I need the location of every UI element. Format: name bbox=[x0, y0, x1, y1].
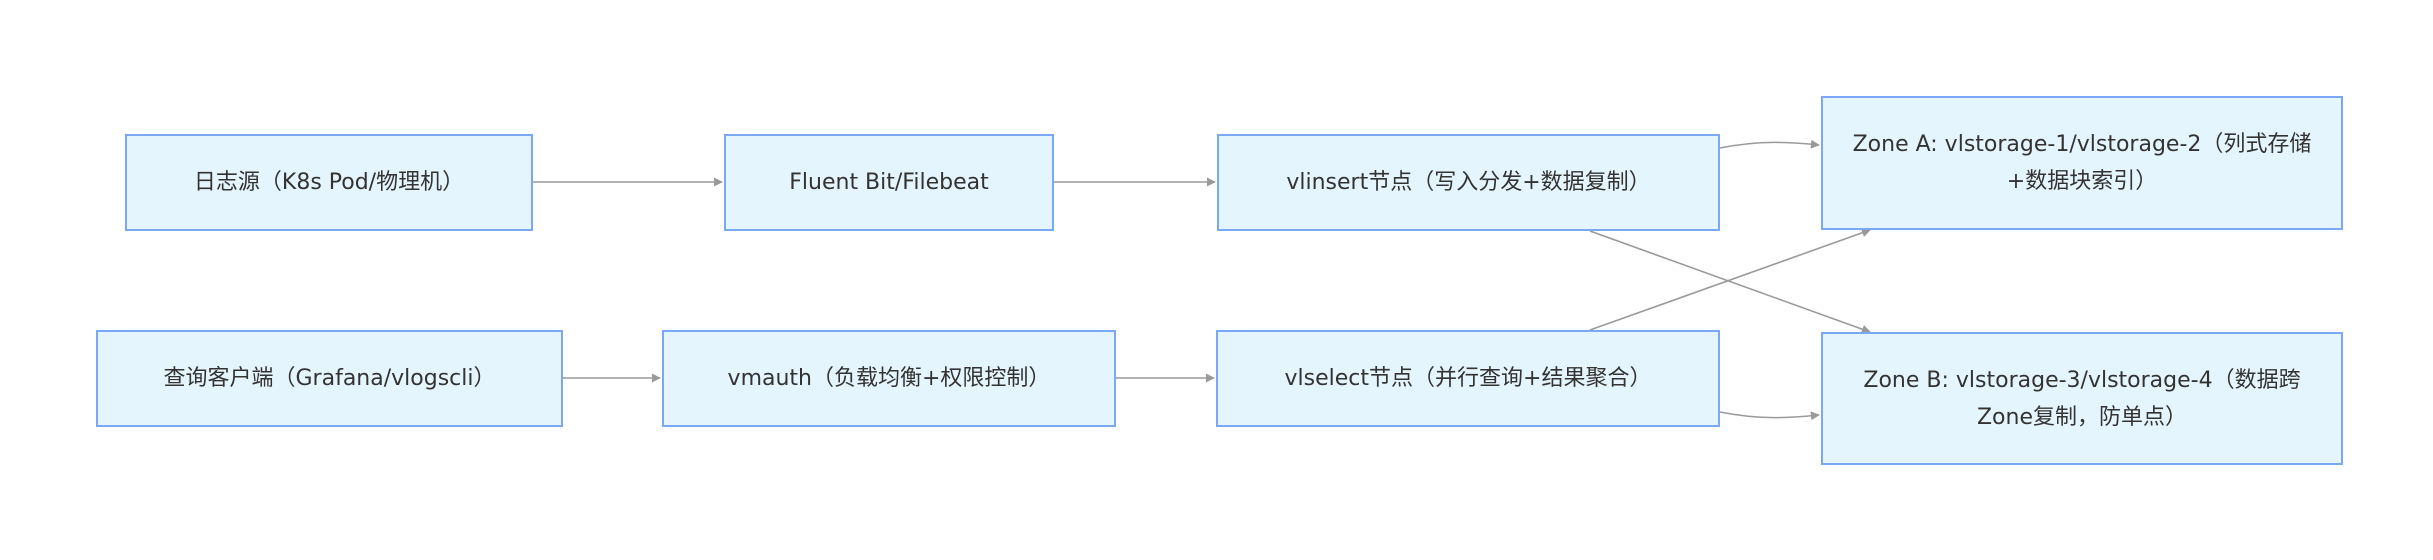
node-vmauth-label: vmauth（负载均衡+权限控制） bbox=[727, 366, 1051, 391]
node-vlselect: vlselect节点（并行查询+结果聚合） bbox=[1216, 330, 1720, 427]
node-zone-a: Zone A: vlstorage-1/vlstorage-2（列式存储+数据块… bbox=[1821, 96, 2343, 230]
edge-vlselect-zonea bbox=[1589, 228, 1871, 331]
node-vlinsert: vlinsert节点（写入分发+数据复制） bbox=[1217, 134, 1720, 231]
node-vmauth: vmauth（负载均衡+权限控制） bbox=[662, 330, 1116, 427]
node-zone-a-label: Zone A: vlstorage-1/vlstorage-2（列式存储+数据块… bbox=[1852, 132, 2312, 194]
node-zone-b-label: Zone B: vlstorage-3/vlstorage-4（数据跨Zone复… bbox=[1863, 367, 2301, 430]
edge-vlinsert-zoneb bbox=[1589, 230, 1871, 334]
node-fluent-bit-filebeat: Fluent Bit/Filebeat bbox=[724, 134, 1054, 231]
node-log-source: 日志源（K8s Pod/物理机） bbox=[125, 134, 533, 231]
node-log-source-label: 日志源（K8s Pod/物理机） bbox=[193, 170, 465, 195]
node-fluent-bit-filebeat-label: Fluent Bit/Filebeat bbox=[789, 170, 989, 195]
node-vlselect-label: vlselect节点（并行查询+结果聚合） bbox=[1284, 366, 1652, 391]
node-vlinsert-label: vlinsert节点（写入分发+数据复制） bbox=[1286, 170, 1651, 195]
node-zone-b: Zone B: vlstorage-3/vlstorage-4（数据跨Zone复… bbox=[1821, 332, 2343, 465]
node-query-client-label: 查询客户端（Grafana/vlogscli） bbox=[163, 366, 496, 391]
node-query-client: 查询客户端（Grafana/vlogscli） bbox=[96, 330, 563, 427]
edge-vlinsert-zonea bbox=[1719, 139, 1820, 149]
edge-vlselect-zoneb bbox=[1719, 411, 1820, 421]
